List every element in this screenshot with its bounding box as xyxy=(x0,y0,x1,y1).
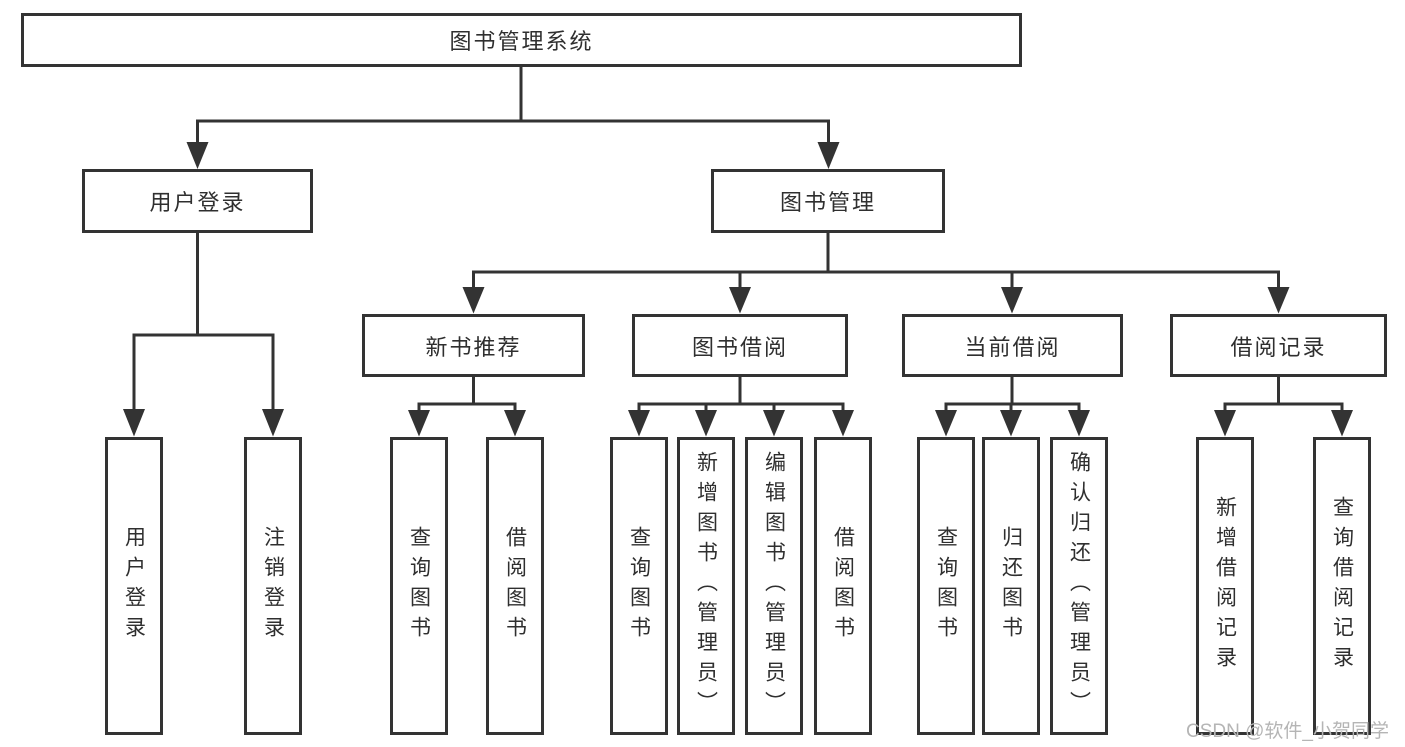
node-borrow-record-label: 借阅记录 xyxy=(1230,334,1327,360)
node-current-borrow: 当前借阅 xyxy=(902,314,1123,377)
csdn-watermark: CSDN @软件_小贺同学 xyxy=(1186,721,1389,742)
connector-user-login-to-leaves xyxy=(123,233,284,437)
leaf-query-book-borrow: 查询图书 xyxy=(610,437,668,735)
leaf-logout-login: 注销登录 xyxy=(244,437,302,735)
node-book-borrow-label: 图书借阅 xyxy=(691,334,788,360)
leaf-confirm-return-admin: 确认归还（管理员） xyxy=(1050,437,1108,735)
leaf-query-book-current: 查询图书 xyxy=(917,437,975,735)
leaf-query-borrow-record-label: 查询借阅记录 xyxy=(1330,496,1354,676)
node-new-book-rec: 新书推荐 xyxy=(362,314,585,377)
node-borrow-record: 借阅记录 xyxy=(1170,314,1387,377)
connector-book-mgmt-to-level3 xyxy=(462,233,1290,314)
node-book-borrow: 图书借阅 xyxy=(632,314,848,377)
connector-root-to-level2 xyxy=(186,67,840,169)
leaf-borrow-book-rec: 借阅图书 xyxy=(486,437,544,735)
leaf-borrow-book: 借阅图书 xyxy=(814,437,872,735)
leaf-query-book-borrow-label: 查询图书 xyxy=(627,526,651,646)
leaf-query-borrow-record: 查询借阅记录 xyxy=(1313,437,1371,735)
node-library-system: 图书管理系统 xyxy=(21,13,1022,67)
node-user-login: 用户登录 xyxy=(82,169,313,233)
leaf-borrow-book-rec-label: 借阅图书 xyxy=(503,526,527,646)
node-book-mgmt: 图书管理 xyxy=(711,169,945,233)
leaf-confirm-return-admin-label: 确认归还（管理员） xyxy=(1067,451,1091,721)
connector-current-borrow-to-leaves xyxy=(935,377,1090,437)
leaf-edit-book-admin: 编辑图书（管理员） xyxy=(745,437,803,735)
leaf-add-borrow-record-label: 新增借阅记录 xyxy=(1213,496,1237,676)
leaf-add-borrow-record: 新增借阅记录 xyxy=(1196,437,1254,735)
connector-borrow-record-to-leaves xyxy=(1214,377,1353,437)
leaf-user-login-label: 用户登录 xyxy=(122,526,146,646)
leaf-edit-book-admin-label: 编辑图书（管理员） xyxy=(762,451,786,721)
leaf-add-book-admin-label: 新增图书（管理员） xyxy=(694,451,718,721)
leaf-return-book: 归还图书 xyxy=(982,437,1040,735)
node-new-book-rec-label: 新书推荐 xyxy=(425,334,522,360)
leaf-query-book-rec-label: 查询图书 xyxy=(407,526,431,646)
node-book-mgmt-label: 图书管理 xyxy=(779,190,876,215)
leaf-user-login: 用户登录 xyxy=(105,437,163,735)
node-current-borrow-label: 当前借阅 xyxy=(964,334,1061,360)
leaf-add-book-admin: 新增图书（管理员） xyxy=(677,437,735,735)
connector-book-borrow-to-leaves xyxy=(628,377,854,437)
leaf-return-book-label: 归还图书 xyxy=(999,526,1023,646)
leaf-logout-login-label: 注销登录 xyxy=(261,526,285,646)
node-library-system-label: 图书管理系统 xyxy=(449,29,594,54)
leaf-borrow-book-label: 借阅图书 xyxy=(831,526,855,646)
leaf-query-book-current-label: 查询图书 xyxy=(934,526,958,646)
connector-new-book-rec-to-leaves xyxy=(408,377,526,437)
node-user-login-label: 用户登录 xyxy=(149,190,246,215)
leaf-query-book-rec: 查询图书 xyxy=(390,437,448,735)
